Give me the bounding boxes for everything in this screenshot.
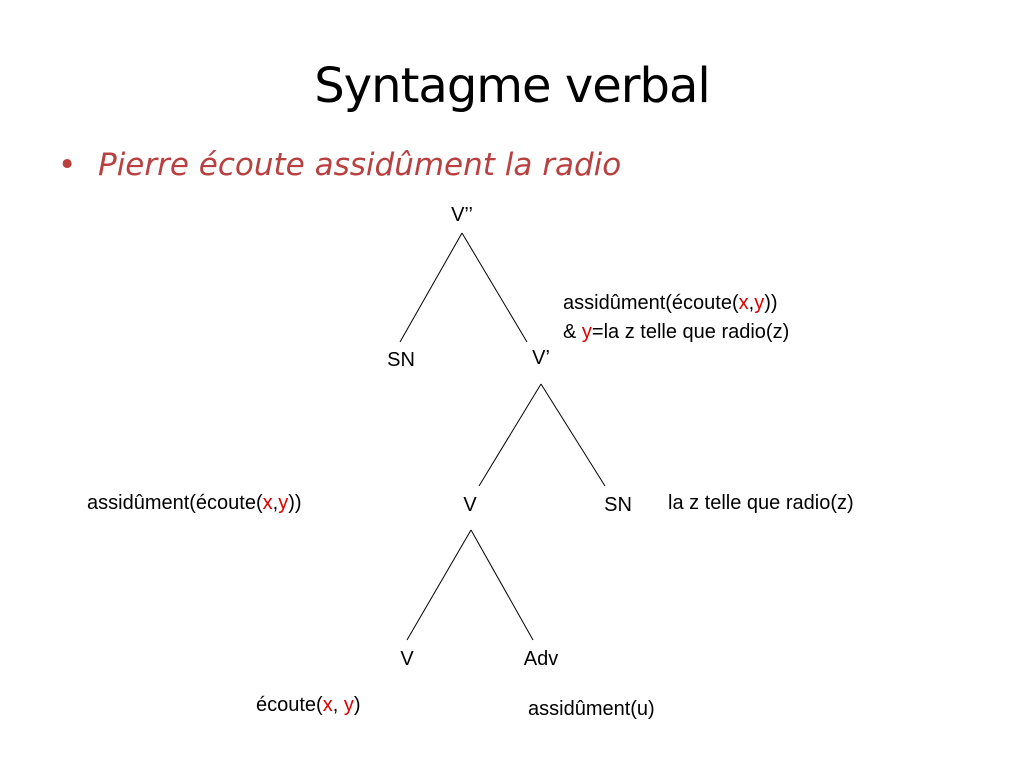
- branch-root-to-vbar: [461, 232, 528, 343]
- annotation-text: )): [764, 292, 778, 314]
- annotation-adv: assidûment(u): [528, 698, 655, 720]
- node-adv: Adv: [523, 648, 559, 670]
- annotation-text: =la z telle que radio(z): [591, 321, 790, 343]
- annotation-text: ): [353, 694, 361, 716]
- branch-v-to-v: [406, 529, 472, 641]
- variable-y: y: [754, 292, 765, 314]
- annotation-v-bar-line-1: assidûment(écoute(x,y)): [563, 292, 778, 315]
- annotation-v-head: assidûment(écoute(x,y)): [87, 492, 302, 515]
- annotation-text: ,: [332, 694, 344, 716]
- branch-vbar-to-v: [478, 383, 542, 487]
- node-sn-subject: SN: [387, 349, 415, 371]
- node-v-double-bar: V’’: [451, 204, 473, 226]
- branch-vbar-to-sn: [540, 383, 606, 487]
- variable-y: y: [343, 694, 354, 716]
- node-sn-object: SN: [604, 494, 632, 516]
- node-v-head: V: [463, 494, 477, 516]
- annotation-text: )): [288, 492, 302, 514]
- branch-root-to-sn: [399, 232, 463, 343]
- annotation-sn-object: la z telle que radio(z): [668, 492, 854, 514]
- bullet-icon: •: [58, 147, 77, 183]
- annotation-text: ,: [748, 292, 755, 314]
- annotation-text: écoute(: [256, 694, 323, 716]
- example-sentence-bullet: • Pierre écoute assidûment la radio: [58, 148, 621, 182]
- variable-x: x: [322, 694, 333, 716]
- variable-y: y: [278, 492, 289, 514]
- annotation-text: assidûment(écoute(: [563, 292, 739, 314]
- variable-x: x: [262, 492, 273, 514]
- example-sentence: Pierre écoute assidûment la radio: [98, 147, 622, 183]
- variable-x: x: [738, 292, 749, 314]
- annotation-text: assidûment(écoute(: [87, 492, 263, 514]
- branch-v-to-adv: [470, 529, 534, 641]
- variable-y: y: [581, 321, 592, 343]
- annotation-text: ,: [272, 492, 279, 514]
- annotation-v-bar-line-2: & y=la z telle que radio(z): [563, 321, 789, 344]
- slide-title: Syntagme verbal: [314, 58, 710, 114]
- node-v-bar: V’: [532, 347, 550, 369]
- annotation-v-lexical: écoute(x, y): [256, 694, 361, 717]
- node-v-lexical: V: [400, 648, 414, 670]
- annotation-text: &: [563, 321, 582, 343]
